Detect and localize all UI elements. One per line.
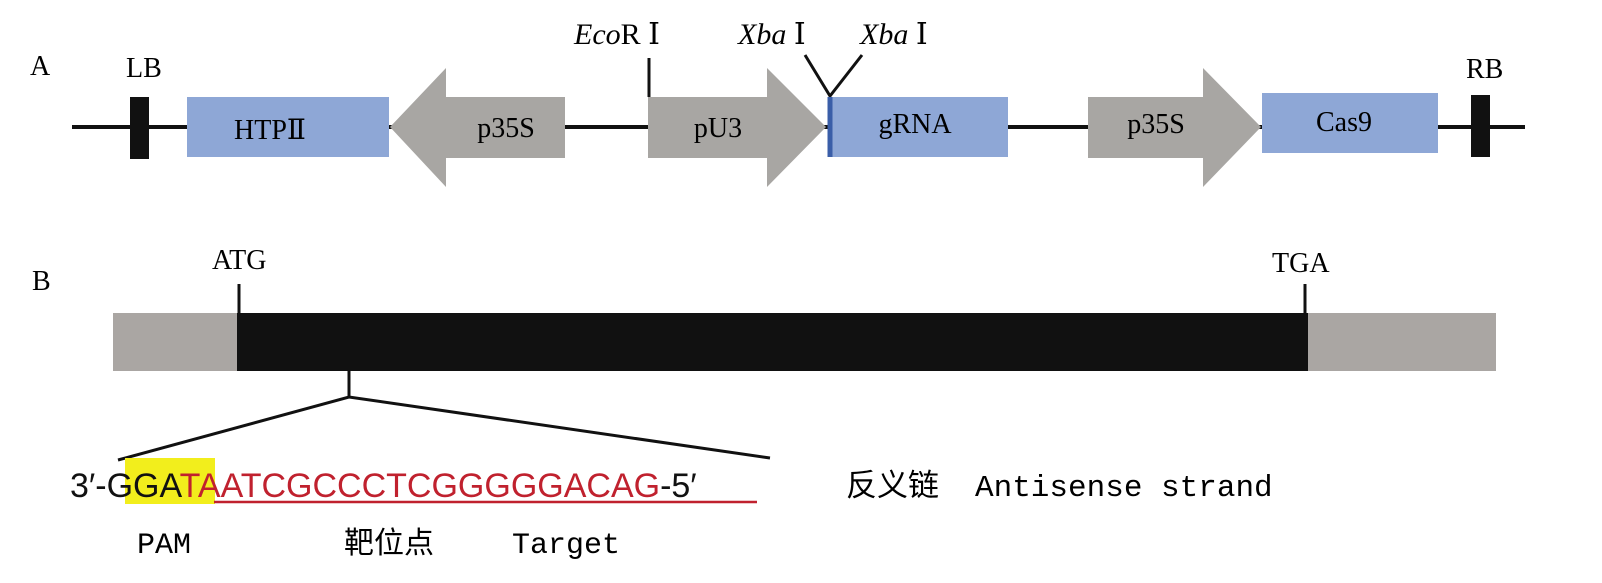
xbai-label-2: Xba Ⅰ — [859, 18, 928, 51]
htpii-label: HTPⅡ — [234, 115, 306, 146]
left-border-label: LB — [126, 53, 162, 84]
p35s-label-2: p35S — [1127, 109, 1185, 140]
grna-label: gRNA — [878, 109, 952, 140]
pu3-promoter-arrow — [648, 68, 826, 187]
pu3-label: pU3 — [694, 113, 742, 144]
start-codon-label: ATG — [212, 245, 266, 276]
cds-box — [237, 313, 1308, 371]
xbai-site-ticks — [803, 54, 864, 99]
p35s-promoter-arrow-right — [1088, 68, 1261, 187]
target-zoom-lines — [117, 395, 771, 462]
right-border-block — [1471, 95, 1490, 157]
pam-label: PAM — [137, 529, 191, 563]
p35s-promoter-arrow-left — [390, 68, 565, 187]
seq-5prime: -5′ — [660, 467, 697, 505]
pam-highlight — [125, 458, 215, 504]
utr-5-box — [113, 313, 239, 371]
pam-seq: GGA — [107, 467, 183, 505]
sequence-line: 3′-GGATAATCGCCCTCGGGGGACAG-5′ — [70, 467, 697, 505]
left-border-block — [130, 97, 149, 159]
strand-label-en: Antisense strand — [975, 471, 1273, 506]
xbai-label-1: Xba Ⅰ — [737, 18, 806, 51]
grna-box — [829, 97, 1008, 157]
target-label-cn: 靶位点 — [344, 527, 434, 563]
seq-3prime: 3′- — [70, 467, 107, 505]
p35s-label-1: p35S — [477, 113, 535, 144]
target-seq: TAATCGCCCTCGGGGGACAG — [180, 467, 660, 505]
ecori-label: EcoR Ⅰ — [573, 18, 660, 51]
stop-codon-label: TGA — [1272, 248, 1330, 279]
strand-label-cn: 反义链 — [846, 469, 939, 506]
utr-3-box — [1307, 313, 1496, 371]
right-border-label: RB — [1466, 54, 1503, 85]
cas9-label: Cas9 — [1316, 107, 1372, 138]
htpii-box — [187, 97, 389, 157]
panel-a-label: A — [30, 51, 51, 82]
target-label-en: Target — [512, 529, 620, 563]
panel-b-label: B — [32, 266, 51, 297]
cas9-box — [1262, 93, 1438, 153]
